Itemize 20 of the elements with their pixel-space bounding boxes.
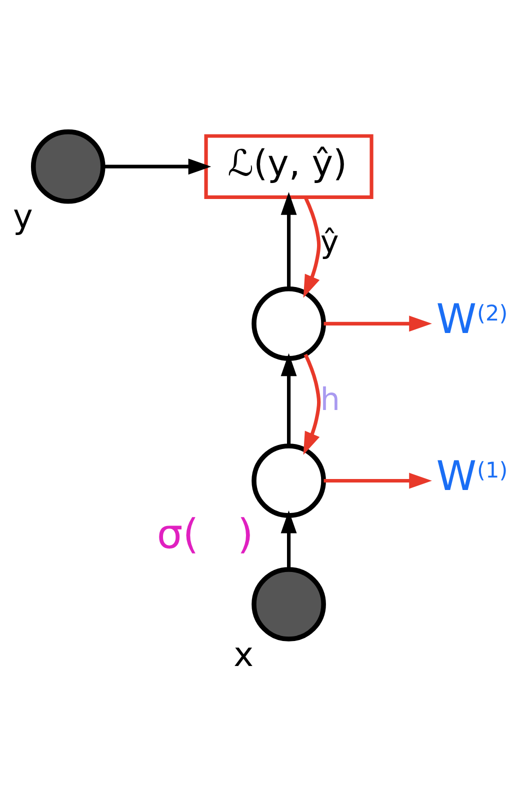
node-box: ℒ(y, ŷ) xyxy=(204,134,374,199)
arrow xyxy=(103,158,212,175)
node-text: W$^{(2)}$ xyxy=(436,294,508,343)
node-label: σ( ) xyxy=(156,510,254,558)
arrow xyxy=(303,196,321,298)
arrow xyxy=(280,510,297,570)
arrow xyxy=(280,192,297,288)
edge-label: ŷ xyxy=(320,224,339,261)
arrow xyxy=(324,472,432,489)
node-circle xyxy=(252,444,326,518)
node-label: y xyxy=(12,197,33,236)
node-text: W$^{(1)}$ xyxy=(436,452,508,500)
node-circle xyxy=(252,567,326,642)
node-circle xyxy=(30,129,106,204)
node-label: x xyxy=(234,634,254,674)
arrow xyxy=(303,354,321,455)
node-circle xyxy=(252,286,326,361)
edge-label: h xyxy=(320,382,340,418)
arrow xyxy=(280,353,297,446)
arrow xyxy=(324,316,432,332)
